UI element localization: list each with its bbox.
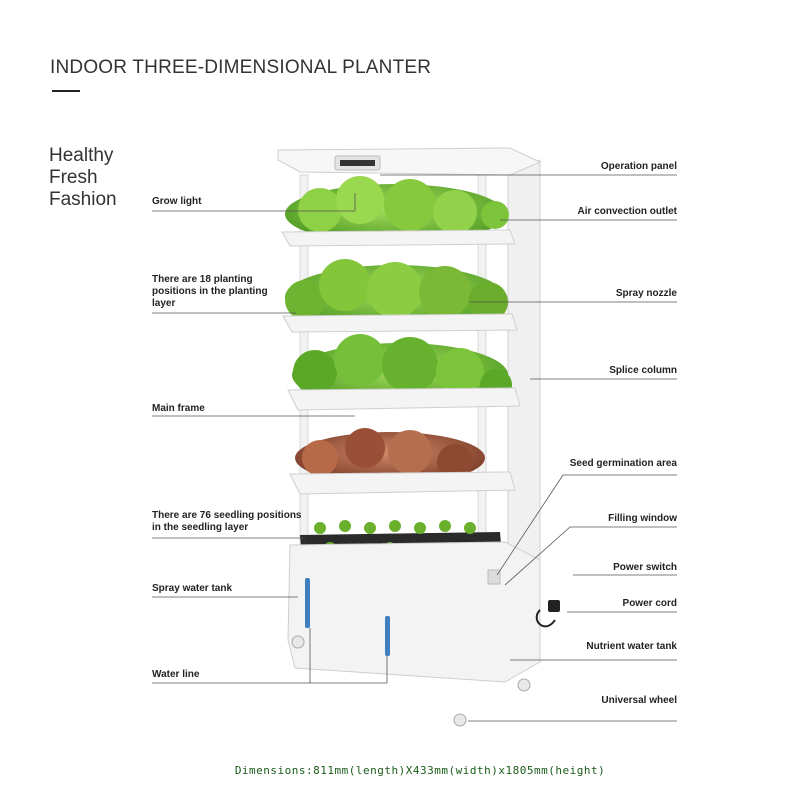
- power-plug-icon: [535, 600, 560, 628]
- tagline: Healthy Fresh Fashion: [49, 145, 117, 211]
- label-power-switch: Power switch: [613, 562, 677, 573]
- shelf-4: [289, 428, 516, 495]
- label-nutrient-water-tank: Nutrient water tank: [586, 641, 677, 652]
- power-switch: [487, 569, 501, 585]
- page-title: INDOOR THREE-DIMENSIONAL PLANTER: [50, 57, 432, 78]
- label-seedling-positions: There are 76 seedling positions in the s…: [152, 510, 302, 533]
- water-line-left: [305, 578, 310, 628]
- label-universal-wheel: Universal wheel: [601, 695, 677, 706]
- leader-lines-left: [152, 193, 388, 684]
- dimensions-caption: Dimensions:811mm(length)X433mm(width)x18…: [234, 764, 606, 777]
- tagline-line-3: Fashion: [49, 189, 117, 210]
- shelf-1: [281, 176, 516, 247]
- label-planting-positions: There are 18 planting positions in the p…: [152, 274, 268, 309]
- tagline-line-1: Healthy: [49, 145, 114, 166]
- tagline-line-2: Fresh: [49, 167, 98, 188]
- water-line-right: [385, 616, 390, 656]
- wheel-icon: [291, 635, 531, 727]
- label-grow-light: Grow light: [152, 196, 202, 207]
- label-power-cord: Power cord: [622, 598, 677, 609]
- label-splice-column: Splice column: [609, 365, 677, 376]
- top-panel: [277, 147, 542, 176]
- label-main-frame: Main frame: [152, 403, 205, 414]
- label-spray-nozzle: Spray nozzle: [615, 288, 677, 299]
- label-water-line: Water line: [152, 669, 200, 680]
- label-air-convection-outlet: Air convection outlet: [577, 206, 677, 217]
- leader-lines-right: [380, 174, 677, 722]
- shelf-3: [287, 334, 521, 411]
- label-spray-water-tank: Spray water tank: [152, 583, 233, 594]
- title-underline: [52, 90, 80, 92]
- label-filling-window: Filling window: [608, 513, 677, 524]
- label-operation-panel: Operation panel: [600, 161, 677, 172]
- water-tank: [287, 541, 541, 683]
- label-seed-germination-area: Seed germination area: [569, 458, 677, 469]
- shelf-2: [282, 259, 518, 333]
